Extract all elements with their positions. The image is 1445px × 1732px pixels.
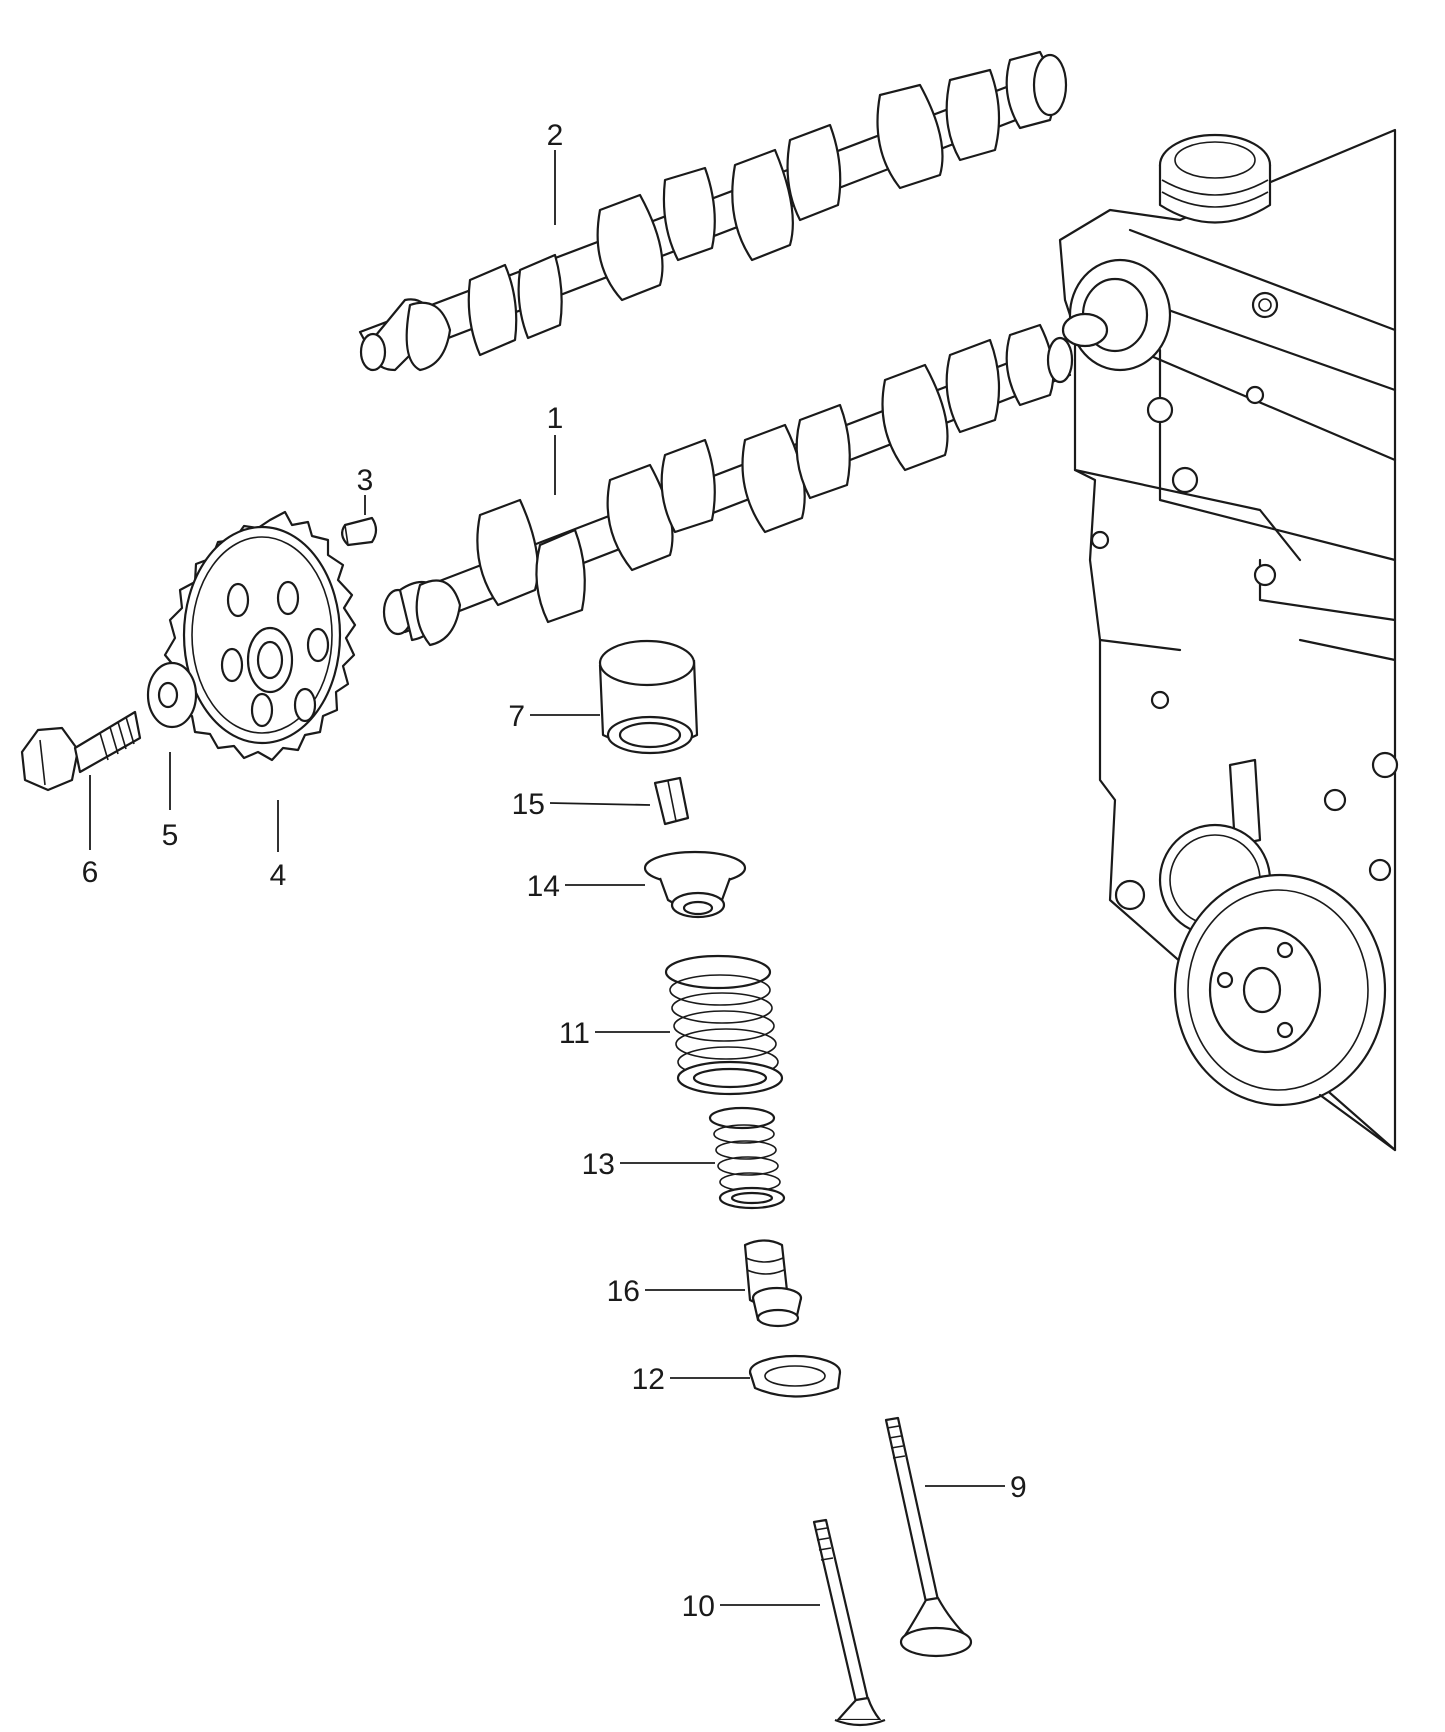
woodruff-key-3 <box>341 516 378 547</box>
callout-7: 7 <box>508 700 525 733</box>
callout-10: 10 <box>682 1590 715 1623</box>
callout-9: 9 <box>1010 1471 1027 1504</box>
callout-2: 2 <box>547 119 564 152</box>
lower-spring-seat-12 <box>748 1354 842 1398</box>
sprocket-4 <box>163 510 357 762</box>
valve-10 <box>812 1518 886 1727</box>
inner-spring-13 <box>708 1106 786 1210</box>
leader-lines <box>89 150 1005 1606</box>
camshaft-2 <box>358 50 1068 372</box>
callout-6: 6 <box>82 856 99 889</box>
camshaft-1 <box>382 323 1074 647</box>
callout-4: 4 <box>270 859 287 892</box>
leader-15 <box>549 802 651 806</box>
callout-5: 5 <box>162 819 179 852</box>
outer-spring-11 <box>664 954 784 1096</box>
valve-stem-seal-16 <box>743 1239 803 1328</box>
callout-14: 14 <box>527 870 560 903</box>
collet-15 <box>653 776 690 826</box>
valve-9 <box>884 1416 973 1658</box>
callout-12: 12 <box>632 1363 665 1396</box>
tappet-7 <box>598 639 699 755</box>
bolt-6 <box>20 710 142 792</box>
callout-11: 11 <box>559 1017 590 1050</box>
callout-13: 13 <box>582 1148 615 1181</box>
spring-seat-14 <box>643 850 747 919</box>
callout-1: 1 <box>547 402 564 435</box>
callout-15: 15 <box>512 788 545 821</box>
engine-block <box>1058 128 1399 1152</box>
callout-3: 3 <box>357 464 374 497</box>
washer-5 <box>146 661 198 729</box>
callout-labels: 2 1 3 4 5 6 7 15 14 11 13 16 12 9 10 <box>82 119 1027 1623</box>
callout-16: 16 <box>607 1275 640 1308</box>
